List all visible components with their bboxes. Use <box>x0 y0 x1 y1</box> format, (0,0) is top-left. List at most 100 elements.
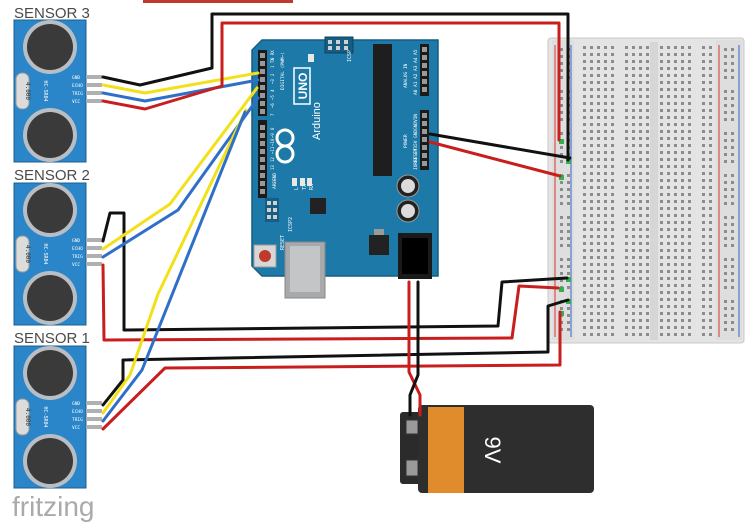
breadboard-rail-hole <box>731 216 734 219</box>
transducer-receiver <box>27 275 73 321</box>
breadboard-hole <box>681 151 684 154</box>
header-pin <box>422 137 427 142</box>
breadboard-rail-hole <box>560 90 563 93</box>
breadboard-hole <box>611 109 614 112</box>
wire-arduino-gnd <box>428 132 572 160</box>
breadboard-hole <box>660 165 663 168</box>
breadboard-hole <box>611 165 614 168</box>
breadboard-hole <box>625 312 628 315</box>
breadboard-hole <box>667 291 670 294</box>
breadboard-hole <box>674 200 677 203</box>
breadboard-hole <box>611 67 614 70</box>
sensor-pin-gnd <box>86 238 102 242</box>
breadboard-hole <box>660 305 663 308</box>
breadboard-rail-hole <box>567 272 570 275</box>
breadboard-rail-hole <box>731 188 734 191</box>
breadboard-hole <box>625 214 628 217</box>
breadboard-hole <box>674 312 677 315</box>
breadboard-hole <box>632 179 635 182</box>
breadboard-hole <box>660 46 663 49</box>
battery-label: 9V <box>480 437 505 464</box>
sensor-pin-label: GND <box>72 238 80 244</box>
breadboard-rail-hole <box>567 223 570 226</box>
breadboard-hole <box>674 291 677 294</box>
breadboard-rail-hole <box>724 286 727 289</box>
breadboard-hole <box>583 179 586 182</box>
breadboard-hole <box>646 46 649 49</box>
breadboard-hole <box>688 151 691 154</box>
breadboard-rail-hole <box>560 244 563 247</box>
voltage-regulator <box>369 235 389 255</box>
breadboard-hole <box>660 67 663 70</box>
breadboard-hole <box>681 221 684 224</box>
breadboard-hole <box>597 158 600 161</box>
breadboard-hole <box>583 221 586 224</box>
breadboard-hole <box>583 319 586 322</box>
digital-pin-label: ~5 <box>270 95 275 100</box>
breadboard-hole <box>688 67 691 70</box>
breadboard-hole <box>646 186 649 189</box>
breadboard-hole <box>611 144 614 147</box>
breadboard-hole <box>639 151 642 154</box>
breadboard-hole <box>590 242 593 245</box>
breadboard-hole <box>674 137 677 140</box>
breadboard-rail-hole <box>724 55 727 58</box>
breadboard-hole <box>625 298 628 301</box>
breadboard-hole <box>590 228 593 231</box>
breadboard-hole <box>632 207 635 210</box>
header-pin <box>422 113 427 118</box>
breadboard-hole <box>639 53 642 56</box>
breadboard-hole <box>611 319 614 322</box>
breadboard-hole <box>583 277 586 280</box>
breadboard-hole <box>709 326 712 329</box>
breadboard-hole <box>681 263 684 266</box>
uno-badge-border <box>293 67 311 105</box>
breadboard-hole <box>688 207 691 210</box>
breadboard-rail-hole <box>731 279 734 282</box>
digital-header-1 <box>258 50 267 116</box>
breadboard-hole <box>646 319 649 322</box>
breadboard-hole <box>660 116 663 119</box>
breadboard-hole <box>583 242 586 245</box>
breadboard-hole <box>590 277 593 280</box>
breadboard-hole <box>625 207 628 210</box>
breadboard-hole <box>583 67 586 70</box>
breadboard-rail-hole <box>560 111 563 114</box>
arduino-infinity-logo <box>275 128 295 164</box>
breadboard-hole <box>709 214 712 217</box>
power-pin-label: VIN <box>413 114 419 122</box>
breadboard-rail-hole <box>724 265 727 268</box>
breadboard-hole <box>639 60 642 63</box>
breadboard-hole <box>583 235 586 238</box>
digital-pin-label: 0 RX <box>270 50 275 60</box>
breadboard-hole <box>632 109 635 112</box>
breadboard-hole <box>681 46 684 49</box>
l-led-label: L <box>294 187 300 190</box>
breadboard-rail-hole <box>724 139 727 142</box>
breadboard-hole <box>597 263 600 266</box>
breadboard-hole <box>667 109 670 112</box>
breadboard-hole <box>604 312 607 315</box>
icsp-label: ICSP <box>347 50 353 62</box>
l-led <box>292 178 297 186</box>
breadboard-hole <box>702 291 705 294</box>
power-pin-label: RESET <box>413 148 419 162</box>
breadboard-hole <box>625 235 628 238</box>
breadboard-rail-hole <box>731 300 734 303</box>
breadboard-hole <box>583 137 586 140</box>
breadboard-hole <box>674 74 677 77</box>
breadboard-hole <box>597 60 600 63</box>
breadboard-rail-hole <box>567 237 570 240</box>
sensor-pin-trig <box>86 91 102 95</box>
breadboard-rail-hole <box>560 69 563 72</box>
reset-label: RESET <box>280 235 286 250</box>
breadboard-hole <box>583 200 586 203</box>
breadboard-hole <box>632 270 635 273</box>
breadboard-rail-hole <box>731 132 734 135</box>
breadboard-rail-hole <box>731 195 734 198</box>
battery-terminal-minus <box>405 459 419 477</box>
breadboard-rail-hole <box>724 111 727 114</box>
breadboard-hole <box>702 256 705 259</box>
